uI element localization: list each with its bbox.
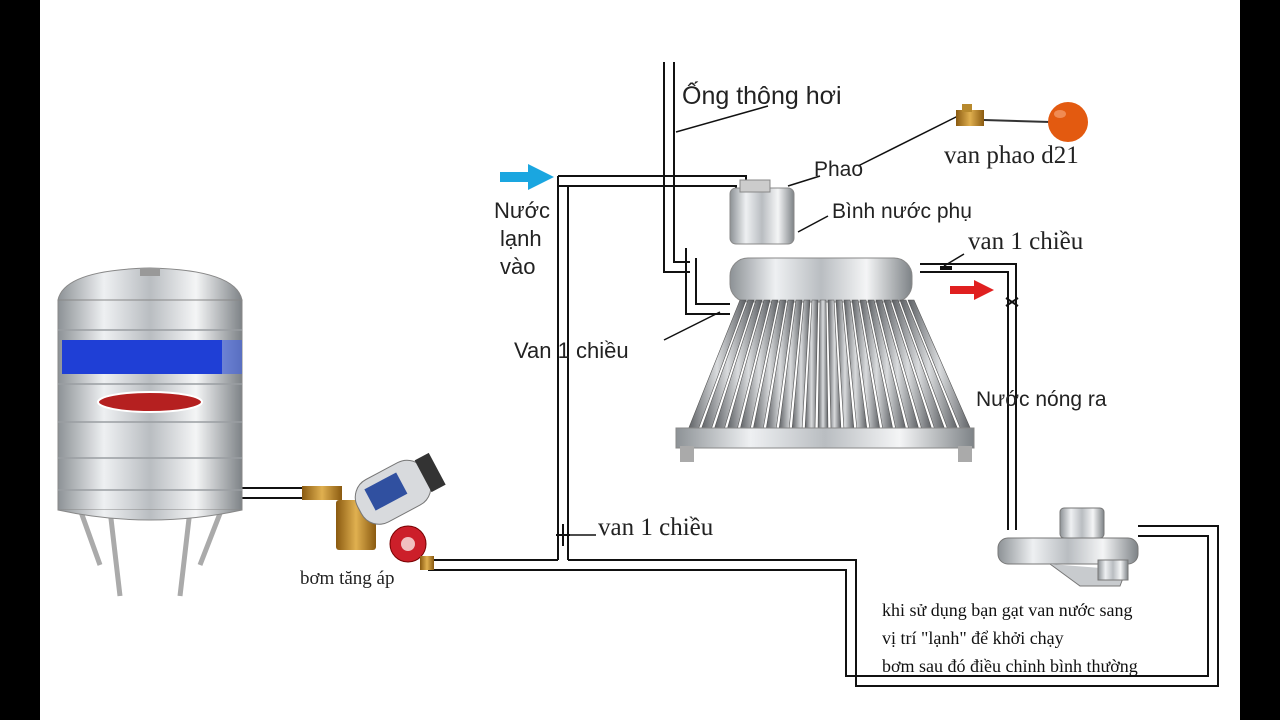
faucet-graphic (997, 507, 1139, 587)
checktop-leader (943, 253, 965, 267)
label-hot-out: Nước nóng ra (976, 388, 1107, 411)
float-leader (787, 175, 821, 187)
usage-note-line-2: vị trí "lạnh" để khởi chạy (882, 628, 1064, 648)
checkmid-leader (663, 311, 721, 341)
faucet-cold-line (568, 525, 1219, 687)
cold-in-arrow (500, 164, 554, 190)
label-booster-pump: bơm tăng áp (300, 568, 395, 589)
auxtank-leader (797, 215, 829, 233)
solar-heater-graphic (675, 179, 975, 462)
hot-out-pipe (920, 263, 1017, 530)
label-aux-tank: Bình nước phụ (832, 200, 972, 223)
pump-line (428, 559, 568, 571)
floatvalve-leader (857, 115, 959, 167)
tank-feed-pipe (685, 248, 730, 315)
label-check-valve-mid: Van 1 chiều (514, 338, 629, 363)
hot-out-arrow (950, 280, 994, 300)
leader-lines (570, 105, 965, 536)
float-valve-graphic (956, 102, 1088, 142)
label-check-valve-bottom: van 1 chiều (598, 514, 714, 541)
label-check-valve-top: van 1 chiều (968, 228, 1084, 255)
diagram-graphics (57, 62, 1219, 687)
vacuum-tube (817, 299, 829, 431)
label-float: Phao (814, 158, 864, 181)
storage-tank (57, 267, 243, 597)
label-cold-in-2: lạnh (500, 226, 542, 251)
pipe-network (226, 62, 1219, 687)
usage-note-line-3: bơm sau đó điều chỉnh bình thường (882, 656, 1138, 676)
usage-note-line-1: khi sử dụng bạn gạt van nước sang (882, 600, 1133, 620)
label-vent-pipe: Ống thông hơi (682, 82, 842, 110)
vent-pipe (663, 62, 690, 273)
booster-pump-graphic (302, 452, 446, 570)
cold-inlet-pipe (558, 175, 747, 192)
diagram-canvas: Ống thông hơi Phao van phao d21 Bình nướ… (40, 0, 1240, 720)
riser-pipe (557, 176, 569, 560)
vent-leader (675, 105, 769, 133)
label-float-valve: van phao d21 (944, 142, 1079, 169)
usage-note: khi sử dụng bạn gạt van nước sang vị trí… (882, 596, 1212, 680)
label-cold-in-3: vào (500, 254, 536, 279)
check-valve-marks (556, 266, 1019, 546)
label-cold-in-1: Nước (494, 198, 551, 223)
